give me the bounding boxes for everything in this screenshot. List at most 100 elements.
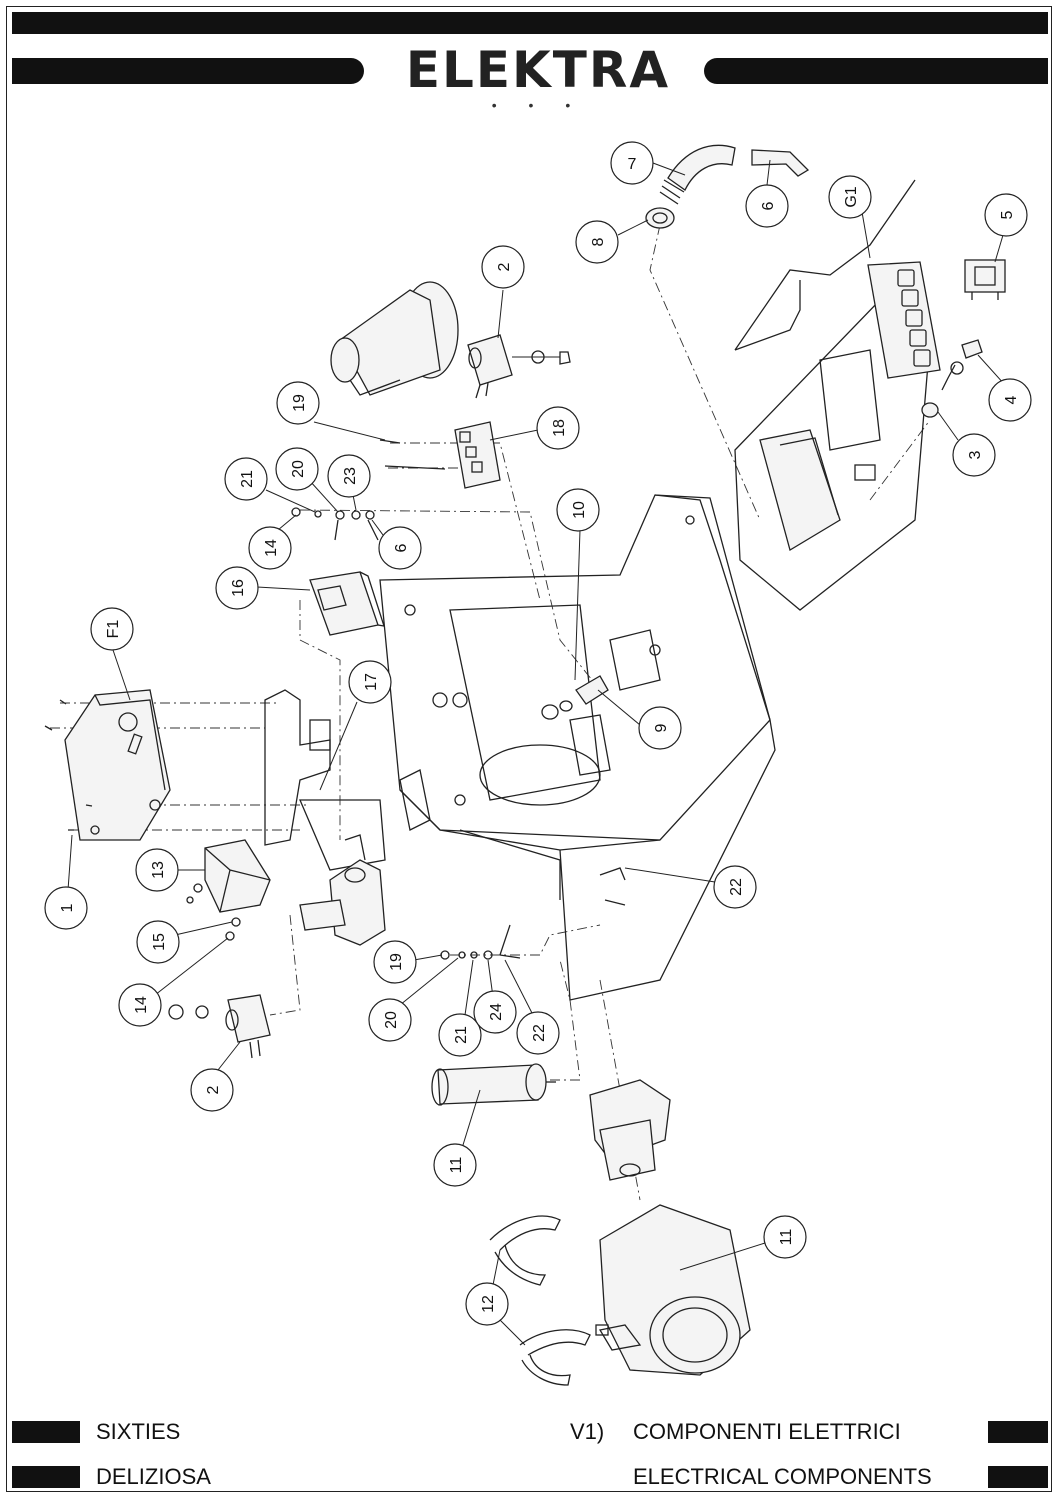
part-18-terminal-block xyxy=(379,421,501,489)
part-9-10-sensor xyxy=(541,675,609,720)
callout-11-motor: 11 xyxy=(763,1215,807,1259)
svg-text:22: 22 xyxy=(728,878,745,896)
callout-17: 17 xyxy=(348,660,392,704)
part-3-grommet xyxy=(921,402,939,418)
callout-1: 1 xyxy=(44,886,88,930)
callout-2-bottom: 2 xyxy=(190,1068,234,1112)
callout-6-top: 6 xyxy=(745,184,789,228)
callout-15: 15 xyxy=(136,920,180,964)
part-g1-panel xyxy=(734,179,931,611)
svg-text:6: 6 xyxy=(393,543,410,552)
svg-text:15: 15 xyxy=(151,933,168,951)
callout-8: 8 xyxy=(575,220,619,264)
svg-text:7: 7 xyxy=(628,156,637,173)
callout-14-bottom: 14 xyxy=(118,983,162,1027)
footer-right-block-2 xyxy=(988,1466,1048,1488)
svg-text:20: 20 xyxy=(383,1011,400,1029)
svg-text:2: 2 xyxy=(496,262,513,271)
part-11-capacitor xyxy=(431,1063,556,1106)
svg-text:1: 1 xyxy=(59,903,76,912)
callout-20-top: 20 xyxy=(275,447,319,491)
callout-19-bottom: 19 xyxy=(373,940,417,984)
header-right-bar xyxy=(704,58,1048,84)
callout-4: 4 xyxy=(988,378,1032,422)
svg-text:11: 11 xyxy=(448,1157,465,1174)
bottom-hardware-row xyxy=(440,867,626,960)
callout-13: 13 xyxy=(135,848,179,892)
callout-g1: G1 xyxy=(828,175,872,219)
main-chassis xyxy=(379,494,776,1001)
svg-text:G1: G1 xyxy=(843,186,860,207)
callout-f1: F1 xyxy=(90,607,134,651)
svg-text:10: 10 xyxy=(571,501,588,519)
header-top-bar xyxy=(12,12,1048,34)
svg-text:13: 13 xyxy=(150,861,167,879)
part-8-nut xyxy=(645,207,675,229)
part-valve-assembly xyxy=(299,834,386,946)
callout-19-top: 19 xyxy=(276,381,320,425)
part-motor-top xyxy=(330,281,459,396)
footer-model-deliziosa: DELIZIOSA xyxy=(96,1464,211,1489)
callout-14-top: 14 xyxy=(248,526,292,570)
part-2-solenoid-bottom xyxy=(168,994,271,1059)
callout-16: 16 xyxy=(215,566,259,610)
callout-22-right: 22 xyxy=(713,865,757,909)
part-11-motor xyxy=(595,1204,751,1376)
callout-6-mid: 6 xyxy=(378,526,422,570)
part-5-rocker-switch xyxy=(964,259,1006,300)
svg-text:19: 19 xyxy=(291,394,308,412)
callout-21-bottom: 21 xyxy=(438,1013,482,1057)
footer-title-english: ELECTRICAL COMPONENTS xyxy=(633,1464,932,1489)
part-14-screw xyxy=(225,931,235,941)
svg-text:17: 17 xyxy=(363,673,380,691)
part-13-box xyxy=(186,839,271,913)
svg-text:6: 6 xyxy=(760,201,777,210)
callout-11-capacitor: 11 xyxy=(433,1143,477,1187)
callout-7: 7 xyxy=(610,141,654,185)
svg-text:14: 14 xyxy=(133,996,150,1014)
svg-text:3: 3 xyxy=(967,450,984,459)
svg-text:24: 24 xyxy=(488,1003,505,1021)
page-frame xyxy=(6,6,1052,1492)
svg-text:18: 18 xyxy=(551,419,568,437)
footer-left-block-1 xyxy=(12,1421,80,1443)
svg-text:8: 8 xyxy=(590,237,607,246)
logo-text: ELEKTRA xyxy=(405,41,671,99)
svg-text:11: 11 xyxy=(778,1229,795,1246)
part-17-bracket xyxy=(264,689,386,871)
svg-text:12: 12 xyxy=(480,1295,497,1313)
logo-dots: • • • xyxy=(491,97,585,113)
part-switch-block xyxy=(867,261,941,379)
svg-text:23: 23 xyxy=(342,467,359,485)
small-hardware-row xyxy=(291,507,379,541)
callout-23: 23 xyxy=(327,454,371,498)
callout-22-bottom: 22 xyxy=(516,1011,560,1055)
callout-2-top: 2 xyxy=(481,245,525,289)
part-6-hose xyxy=(751,149,810,177)
footer-title-italian: COMPONENTI ELETTRICI xyxy=(633,1419,901,1444)
callout-21-top: 21 xyxy=(224,457,268,501)
callout-12: 12 xyxy=(465,1282,509,1326)
part-16-connector xyxy=(309,571,385,636)
svg-text:5: 5 xyxy=(999,210,1016,219)
callout-10: 10 xyxy=(556,488,600,532)
part-7-tube xyxy=(659,144,736,205)
callout-20-bottom: 20 xyxy=(368,998,412,1042)
callout-3: 3 xyxy=(952,433,996,477)
callout-5: 5 xyxy=(984,193,1028,237)
brand-logo: ELEKTRA • • • xyxy=(388,42,688,112)
part-2-solenoid-top xyxy=(467,334,571,399)
footer-model-sixties: SIXTIES xyxy=(96,1419,181,1444)
svg-text:14: 14 xyxy=(263,539,280,557)
part-12-brackets xyxy=(489,1215,591,1386)
svg-text:20: 20 xyxy=(290,460,307,478)
svg-text:F1: F1 xyxy=(105,620,122,639)
part-f1-control-box xyxy=(44,689,171,841)
callouts: 7 6 8 G1 5 2 4 19 18 3 21 20 23 10 14 6 … xyxy=(44,141,1032,1326)
svg-text:21: 21 xyxy=(453,1026,470,1044)
part-4-indicator xyxy=(941,339,983,391)
svg-text:2: 2 xyxy=(205,1085,222,1094)
part-15-washer xyxy=(231,917,241,927)
svg-text:21: 21 xyxy=(239,470,256,488)
